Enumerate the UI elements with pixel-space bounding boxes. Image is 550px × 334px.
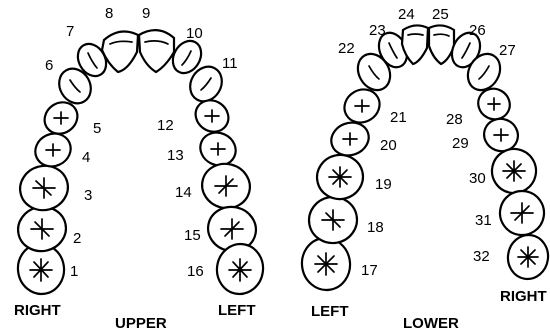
tooth-number-16: 16 bbox=[187, 263, 204, 280]
tooth-number-19: 19 bbox=[375, 176, 392, 193]
lower-arch-title: LOWER bbox=[403, 315, 459, 332]
tooth-number-7: 7 bbox=[66, 23, 74, 40]
tooth-14 bbox=[197, 159, 255, 214]
lower-side-label-right: RIGHT bbox=[500, 288, 547, 305]
tooth-number-31: 31 bbox=[475, 212, 492, 229]
tooth-number-8: 8 bbox=[105, 5, 113, 22]
tooth-number-12: 12 bbox=[157, 117, 174, 134]
tooth-number-21: 21 bbox=[390, 109, 407, 126]
tooth-number-18: 18 bbox=[367, 219, 384, 236]
upper-side-label-left: LEFT bbox=[218, 302, 256, 319]
tooth-number-20: 20 bbox=[380, 137, 397, 154]
tooth-number-25: 25 bbox=[432, 6, 449, 23]
tooth-number-15: 15 bbox=[184, 227, 201, 244]
upper-side-label-right: RIGHT bbox=[14, 302, 61, 319]
tooth-number-10: 10 bbox=[186, 25, 203, 42]
tooth-17 bbox=[299, 235, 354, 293]
tooth-19 bbox=[313, 151, 367, 204]
tooth-3 bbox=[15, 161, 73, 216]
tooth-number-1: 1 bbox=[70, 263, 78, 280]
tooth-25 bbox=[429, 25, 454, 64]
tooth-number-32: 32 bbox=[473, 248, 490, 265]
tooth-12 bbox=[189, 94, 234, 138]
tooth-number-5: 5 bbox=[93, 120, 101, 137]
tooth-number-3: 3 bbox=[84, 187, 92, 204]
upper-arch-title: UPPER bbox=[115, 315, 167, 332]
tooth-number-24: 24 bbox=[398, 6, 415, 23]
tooth-20 bbox=[327, 117, 374, 160]
lower-arch bbox=[299, 25, 550, 293]
tooth-number-11: 11 bbox=[222, 55, 238, 72]
tooth-number-27: 27 bbox=[499, 42, 516, 59]
lower-side-label-left: LEFT bbox=[311, 303, 349, 320]
tooth-number-4: 4 bbox=[82, 149, 90, 166]
tooth-number-14: 14 bbox=[175, 184, 192, 201]
tooth-4 bbox=[30, 128, 76, 172]
tooth-number-29: 29 bbox=[452, 135, 469, 152]
tooth-number-28: 28 bbox=[446, 111, 463, 128]
tooth-number-23: 23 bbox=[369, 22, 386, 39]
tooth-number-2: 2 bbox=[73, 230, 81, 247]
tooth-9 bbox=[139, 30, 174, 72]
tooth-8 bbox=[102, 31, 138, 72]
tooth-number-17: 17 bbox=[361, 262, 378, 279]
tooth-number-22: 22 bbox=[338, 40, 355, 57]
tooth-32 bbox=[505, 232, 550, 281]
tooth-18 bbox=[305, 193, 360, 247]
tooth-number-13: 13 bbox=[167, 147, 184, 164]
tooth-number-30: 30 bbox=[469, 170, 486, 187]
tooth-number-26: 26 bbox=[469, 22, 486, 39]
tooth-31 bbox=[497, 188, 548, 239]
tooth-30 bbox=[488, 145, 540, 197]
tooth-number-9: 9 bbox=[142, 5, 150, 22]
tooth-number-6: 6 bbox=[45, 57, 53, 74]
